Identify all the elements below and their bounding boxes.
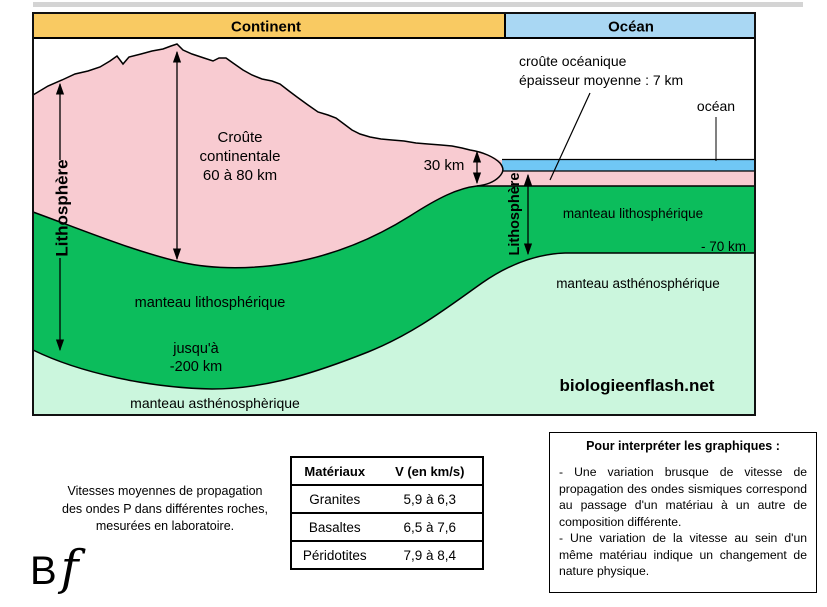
interpretation-paragraph-1: - Une variation brusque de vitesse de pr…: [559, 465, 807, 529]
table-cell-velocity: 5,9 à 6,3: [403, 491, 457, 507]
mantle-astheno-right-label: manteau asthénosphérique: [556, 276, 720, 291]
lithosphere-right-label: Lithosphère: [507, 173, 523, 256]
table-cell-material: Granites: [309, 491, 361, 507]
continental-crust-label-line3: 60 à 80 km: [203, 167, 277, 184]
interpretation-paragraph-2: - Une variation de la vitesse au sein d'…: [559, 531, 807, 578]
table-header-velocity: V (en km/s): [395, 463, 465, 479]
oceanic-crust-label-line1: croûte océanique: [519, 53, 627, 69]
speed-note-line1: Vitesses moyennes de propagation: [67, 484, 263, 498]
surface-outline: [32, 43, 504, 187]
speed-note-line2: des ondes P dans différentes roches,: [62, 501, 268, 516]
lithosphere-left-label: Lithosphère: [53, 159, 72, 256]
speed-note: Vitesses moyennes de propagation des ond…: [28, 483, 302, 536]
table-row: Basaltes 6,5 à 7,6: [292, 512, 482, 540]
interpretation-box: Pour interpréter les graphiques : - Une …: [549, 432, 817, 593]
bf-logo: Bf: [30, 540, 78, 596]
mantle-litho-right-label: manteau lithosphérique: [563, 206, 703, 221]
depth-200km-label-line2: -200 km: [170, 359, 222, 375]
moho-boundary: [32, 185, 755, 269]
table-row: Péridotites 7,9 à 8,4: [292, 540, 482, 568]
depth-70km-label: - 70 km: [701, 239, 746, 254]
ocean-water-strip: [502, 159, 755, 171]
table-cell-material: Péridotites: [302, 547, 367, 563]
top-gray-strip: [33, 2, 803, 7]
table-header-row: Matériaux V (en km/s): [292, 458, 482, 484]
thickness-30km-label: 30 km: [424, 157, 465, 174]
ocean-header-label: Océan: [608, 19, 654, 36]
wave-speed-table: Matériaux V (en km/s) Granites 5,9 à 6,3…: [290, 456, 484, 570]
speed-note-line3: mesurées en laboratoire.: [95, 519, 235, 533]
bf-logo-f: f: [60, 540, 79, 596]
table-cell-material: Basaltes: [308, 519, 361, 535]
oceanic-crust-label-line2: épaisseur moyenne : 7 km: [519, 72, 683, 88]
depth-200km-label-line1: jusqu'à: [172, 341, 219, 357]
table-header-materials: Matériaux: [304, 463, 366, 479]
continental-crust-label-line2: continentale: [200, 148, 281, 165]
watermark: biologieenflash.net: [560, 376, 715, 395]
continent-header-label: Continent: [231, 19, 301, 36]
table-cell-velocity: 6,5 à 7,6: [403, 519, 457, 535]
diagram-border: [32, 12, 756, 416]
bf-logo-b: B: [30, 549, 57, 593]
ocean-label: océan: [697, 98, 735, 114]
mantle-litho-left-label: manteau lithosphérique: [135, 295, 286, 311]
sky-region: [33, 39, 755, 160]
table-cell-velocity: 7,9 à 8,4: [403, 547, 457, 563]
continental-crust-label-line1: Croûte: [217, 129, 262, 146]
lab-boundary: [32, 252, 755, 390]
oceanic-crust-pointer-line: [549, 92, 591, 181]
mantle-astheno-bottom-label: manteau asthénosphèrique: [130, 395, 300, 411]
interpretation-title: Pour interpréter les graphiques :: [586, 439, 780, 453]
table-row: Granites 5,9 à 6,3: [292, 484, 482, 512]
